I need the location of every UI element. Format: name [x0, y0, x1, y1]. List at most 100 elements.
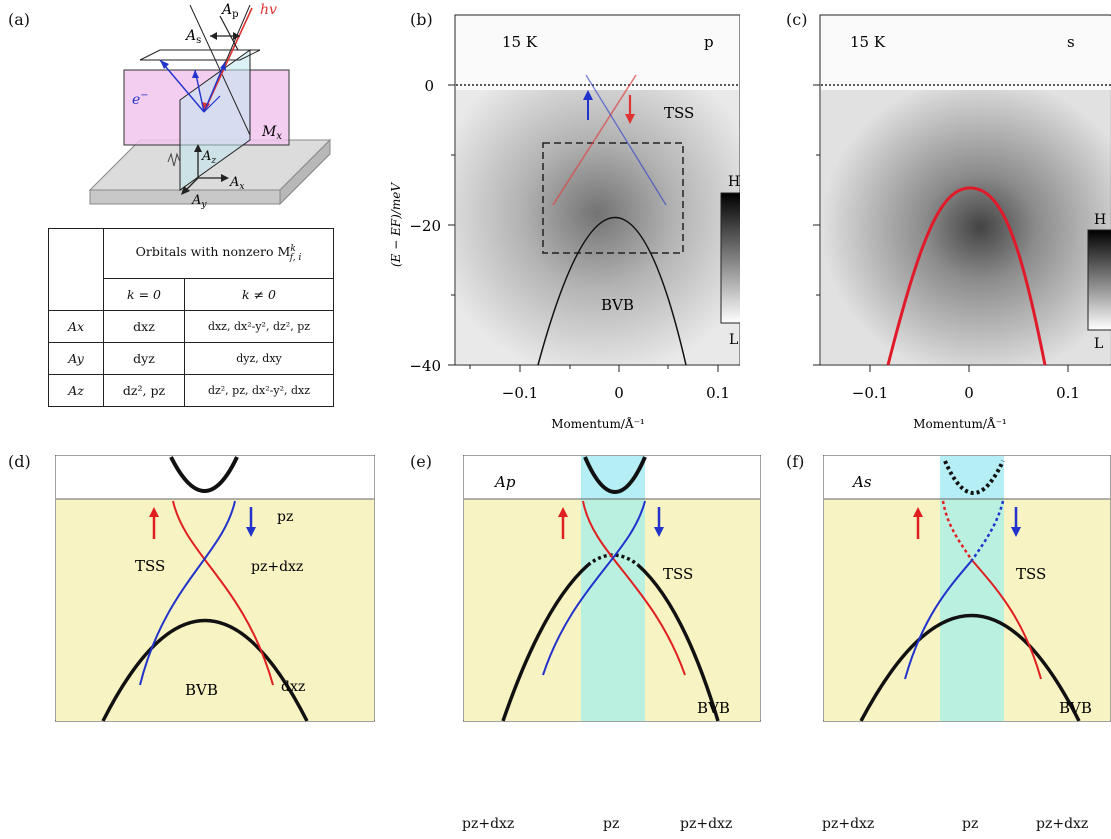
row-kn: dxz, dx²-y², dz², pz	[184, 310, 334, 343]
xtick-pos: 0.1	[1056, 384, 1080, 402]
row-field: Ay	[48, 342, 104, 375]
x-axis-label: Momentum/Å⁻¹	[551, 416, 645, 431]
ap-label: Ap	[220, 2, 239, 20]
hv-label: hv	[260, 2, 277, 18]
band-schematic-e: Ap TSS BVB	[463, 455, 761, 722]
experiment-geometry-diagram: Ap hv As e− Mx Az Ax Ay	[88, 2, 332, 210]
band-schematic-d: TSS pz pz+dxz dxz BVB	[55, 455, 375, 722]
band-schematic-f: As TSS BVB	[823, 455, 1111, 722]
row-field: Az	[48, 374, 104, 407]
xtick-pos: 0.1	[706, 384, 730, 402]
bvb-curve	[537, 216, 687, 366]
as-label: As	[184, 28, 201, 46]
mx-label: Mx	[261, 124, 282, 142]
tss-label: TSS	[664, 104, 694, 122]
xtick-neg: −0.1	[852, 384, 888, 402]
pz-strip	[581, 499, 645, 721]
ytick-20: −20	[409, 217, 441, 235]
row-kn: dz², pz, dx²-y², dxz	[184, 374, 334, 407]
az-label: Az	[201, 149, 216, 166]
electron-ray-3	[203, 61, 226, 113]
bvb-curve	[101, 618, 309, 722]
temp-label: 15 K	[502, 33, 538, 51]
panel-a-label: (a)	[8, 10, 31, 29]
tss-red-dotted	[941, 500, 973, 560]
arpes-spectrum-s: H L 15 K s −0.1 0 0.1 Momentum/Å⁻¹	[813, 14, 1111, 431]
tss-down	[585, 74, 667, 206]
pz-label: pz	[277, 509, 293, 525]
panel-e-label: (e)	[410, 452, 432, 471]
tss-blue	[904, 558, 974, 680]
bottom-label-center: pz	[962, 816, 979, 832]
polarization-label: s	[1067, 33, 1075, 51]
bottom-label-left: pz+dxz	[822, 816, 875, 832]
conduction-band	[943, 460, 1005, 495]
temp-label: 15 K	[850, 33, 886, 51]
table-row: Ax dxz dxz, dx²-y², dz², pz	[48, 310, 334, 343]
colorbar-low: L	[1094, 336, 1103, 352]
electron-label: e−	[132, 90, 149, 108]
xtick-neg: −0.1	[502, 384, 538, 402]
panel-b-label: (b)	[410, 10, 433, 29]
col-k0: k = 0	[103, 278, 185, 311]
ytick-40: −40	[409, 357, 441, 375]
row-field: Ax	[48, 310, 104, 343]
ytick-0: 0	[424, 77, 434, 95]
xtick-zero: 0	[964, 384, 974, 402]
bvb-curve-dotted	[586, 553, 640, 567]
electron-ray-1	[159, 59, 205, 113]
bvb-label: BVB	[601, 296, 634, 314]
tss-red	[582, 500, 686, 676]
dxz-label: dxz	[281, 679, 305, 695]
field-label: Ap	[493, 473, 516, 491]
panel-f-label: (f)	[786, 452, 805, 471]
bvb-curve-left	[501, 563, 590, 722]
tss-label: TSS	[663, 565, 693, 583]
table-row: Ay dyz dyz, dxy	[48, 342, 334, 375]
row-k0: dyz	[103, 342, 185, 375]
bottom-label-left: pz+dxz	[462, 816, 515, 832]
table-row: Az dz², pz dz², pz, dx²-y², dxz	[48, 374, 334, 407]
tss-red	[970, 558, 1042, 680]
colorbar-low: L	[729, 332, 738, 348]
conduction-band	[169, 456, 239, 493]
y-axis-label: (E − EF)/meV	[389, 182, 403, 267]
bvb-curve	[859, 613, 1081, 722]
spectrum-intensity	[821, 90, 1111, 364]
spectrum-intensity	[456, 90, 739, 364]
colorbar-high: H	[728, 174, 740, 190]
pz-dxz-label: pz+dxz	[251, 559, 303, 575]
tss-red	[172, 500, 274, 686]
row-kn: dyz, dxy	[184, 342, 334, 375]
conduction-band	[583, 456, 647, 494]
arpes-spectrum-p: H L 15 K p TSS BVB 0 −20 −40 −0.1 0 0.1 …	[389, 14, 740, 431]
substrate-side	[279, 138, 331, 206]
panel-d-label: (d)	[8, 452, 31, 471]
tss-label: TSS	[1016, 565, 1046, 583]
colorbar-high: H	[1094, 212, 1106, 228]
table-corner	[48, 228, 104, 311]
bvb-fit-curve	[886, 186, 1047, 366]
panel-c-label: (c)	[786, 10, 808, 29]
col-k-ne0: k ≠ 0	[184, 278, 334, 311]
ay-label: Ay	[191, 193, 207, 210]
tss-blue-dotted	[971, 500, 1005, 560]
orbital-table: Orbitals with nonzero Mkf, i k = 0 k ≠ 0…	[48, 228, 334, 407]
tss-blue	[542, 500, 646, 676]
table-header: Orbitals with nonzero Mkf, i	[103, 228, 334, 279]
row-k0: dxz	[103, 310, 185, 343]
row-k0: dz², pz	[103, 374, 185, 407]
ax-label: Ax	[229, 175, 244, 192]
bottom-label-center: pz	[603, 816, 620, 832]
bvb-label: BVB	[1059, 699, 1092, 717]
colorbar	[720, 192, 740, 324]
bvb-curve-right	[636, 563, 720, 722]
bottom-label-right: pz+dxz	[680, 816, 733, 832]
x-axis-label: Momentum/Å⁻¹	[913, 416, 1007, 431]
bulk-region	[56, 499, 374, 721]
xtick-zero: 0	[614, 384, 624, 402]
colorbar	[1087, 229, 1111, 331]
bottom-label-right: pz+dxz	[1036, 816, 1089, 832]
tss-label: TSS	[135, 557, 165, 575]
polarization-label: p	[704, 33, 714, 51]
